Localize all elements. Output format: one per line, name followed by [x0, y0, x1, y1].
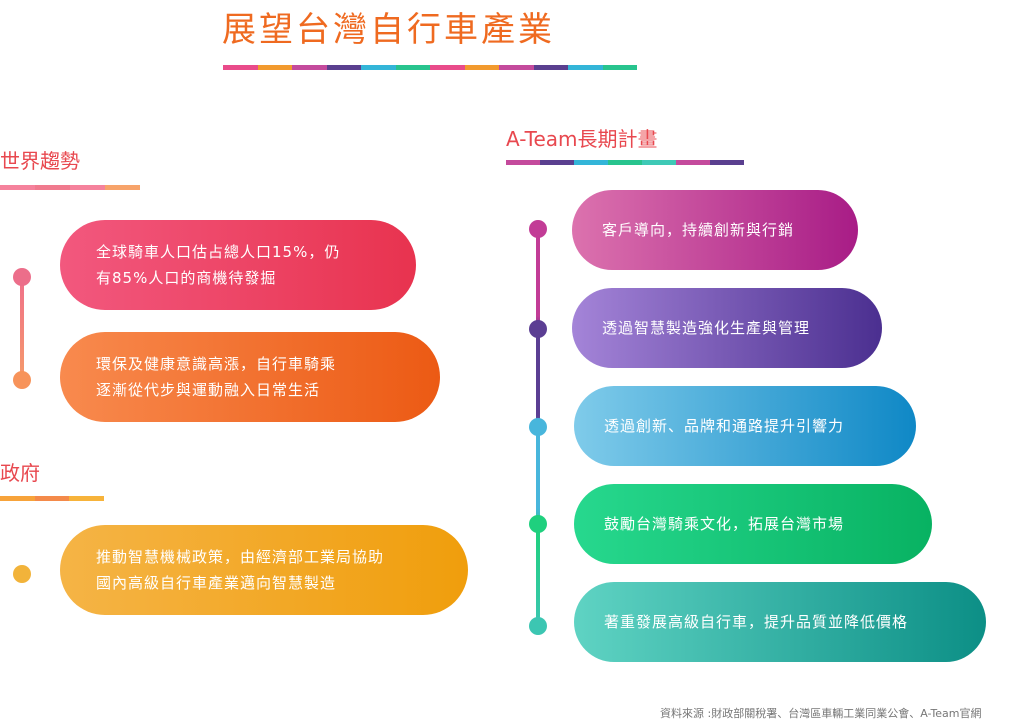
world-item-1: 全球騎車人口估占總人口15%，仍 有85%人口的商機待發掘 — [60, 220, 416, 310]
gov-item-1-line-1: 推動智慧機械政策，由經濟部工業局協助 — [96, 548, 385, 566]
gov-item-1-line-2: 國內高級自行車產業邁向智慧製造 — [96, 574, 337, 592]
ateam-item-4-label: 鼓勵台灣騎乘文化，拓展台灣市場 — [604, 515, 845, 533]
ateam-item-5-label: 著重發展高級自行車，提升品質並降低價格 — [604, 613, 909, 631]
world-item-1-line-1: 全球騎車人口估占總人口15%，仍 — [96, 243, 341, 261]
source-note: 資料來源 :財政部關稅署、台灣區車輛工業同業公會、A-Team官網 — [660, 707, 982, 720]
world-dot-1 — [13, 268, 31, 286]
ateam-dot-3 — [529, 418, 547, 436]
section-heading-ateam: A-Team長期計畫 — [506, 127, 658, 151]
ateam-dot-1 — [529, 220, 547, 238]
gov-dot — [13, 565, 31, 583]
ateam-item-3: 透過創新、品牌和通路提升引響力 — [574, 386, 916, 466]
ateam-item-3-label: 透過創新、品牌和通路提升引響力 — [604, 417, 845, 435]
ateam-item-5: 著重發展高級自行車，提升品質並降低價格 — [574, 582, 986, 662]
world-item-2-line-1: 環保及健康意識高漲，自行車騎乘 — [96, 355, 337, 373]
world-timeline — [20, 278, 24, 380]
world-dot-2 — [13, 371, 31, 389]
section-heading-world: 世界趨勢 — [0, 149, 80, 173]
page-title: 展望台灣自行車產業 — [222, 10, 555, 50]
ateam-item-2-label: 透過智慧製造強化生產與管理 — [602, 319, 811, 337]
ateam-item-1-label: 客戶導向，持續創新與行銷 — [602, 221, 795, 239]
ateam-heading-underline — [506, 160, 744, 165]
ateam-item-1: 客戶導向，持續創新與行銷 — [572, 190, 858, 270]
world-item-2: 環保及健康意識高漲，自行車騎乘 逐漸從代步與運動融入日常生活 — [60, 332, 440, 422]
section-heading-gov: 政府 — [0, 461, 40, 485]
world-item-2-line-2: 逐漸從代步與運動融入日常生活 — [96, 381, 321, 399]
ateam-item-2: 透過智慧製造強化生產與管理 — [572, 288, 882, 368]
title-underline — [223, 65, 637, 70]
ateam-item-4: 鼓勵台灣騎乘文化，拓展台灣市場 — [574, 484, 932, 564]
world-heading-underline — [0, 185, 140, 190]
gov-heading-underline — [0, 496, 105, 501]
gov-item-1: 推動智慧機械政策，由經濟部工業局協助 國內高級自行車產業邁向智慧製造 — [60, 525, 468, 615]
ateam-dot-5 — [529, 617, 547, 635]
world-item-1-line-2: 有85%人口的商機待發掘 — [96, 269, 277, 287]
ateam-dot-4 — [529, 515, 547, 533]
ateam-dot-2 — [529, 320, 547, 338]
